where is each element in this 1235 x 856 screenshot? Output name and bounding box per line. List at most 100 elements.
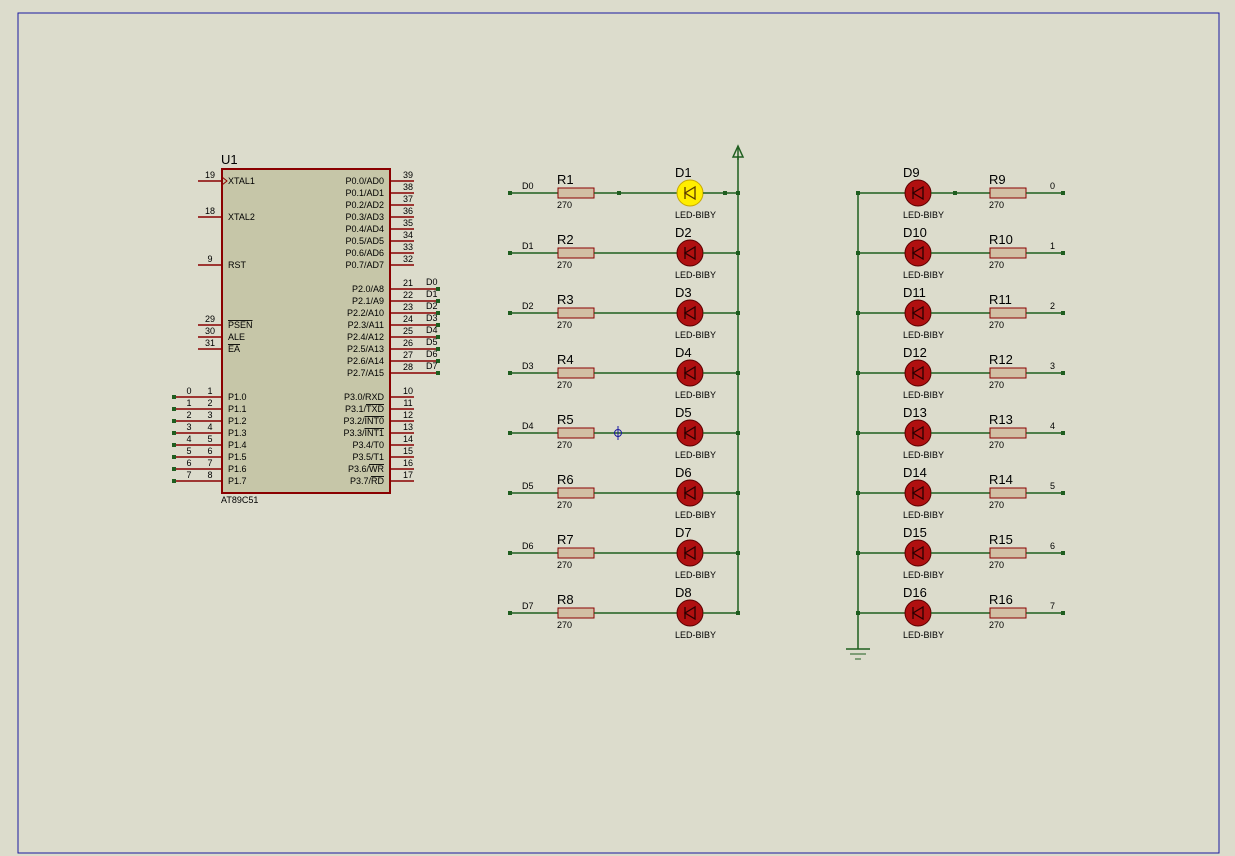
- net-label: D4: [522, 421, 534, 431]
- net-terminal: [172, 431, 176, 435]
- led-body: [676, 359, 704, 387]
- wire-junction: [508, 611, 512, 615]
- resistor-body: [557, 247, 595, 259]
- mcu-pin-name: P1.5: [228, 452, 247, 462]
- resistor-value: 270: [557, 260, 572, 270]
- mcu-pin-name-text: P3.2/: [343, 416, 365, 426]
- mcu-net-label: D3: [426, 313, 438, 323]
- led-body: [676, 239, 704, 267]
- net-terminal: [172, 443, 176, 447]
- led-part: LED-BIBY: [675, 210, 716, 220]
- mcu-pin-number: 16: [403, 458, 413, 468]
- mcu-pin-name: P2.5/A13: [347, 344, 384, 354]
- mcu-body[interactable]: [221, 168, 391, 494]
- resistor-designator: R9: [989, 172, 1006, 187]
- mcu-pin-name-text: P3.6/: [348, 464, 370, 474]
- led-part: LED-BIBY: [903, 510, 944, 520]
- resistor-value: 270: [557, 440, 572, 450]
- net-terminal: [436, 359, 440, 363]
- led-triangle: [911, 365, 924, 381]
- wire-junction: [508, 191, 512, 195]
- mcu-pin-name: P2.6/A14: [347, 356, 384, 366]
- net-label: 2: [1050, 301, 1055, 311]
- led-body: [904, 419, 932, 447]
- led-part: LED-BIBY: [675, 570, 716, 580]
- resistor-value: 270: [557, 200, 572, 210]
- mcu-u1[interactable]: U1 AT89C51 19XTAL118XTAL29RST29PSEN30ALE…: [172, 152, 440, 505]
- resistor-value: 270: [557, 320, 572, 330]
- led-designator: D16: [903, 585, 927, 600]
- net-terminal: [172, 467, 176, 471]
- net-label: D5: [522, 481, 534, 491]
- resistor-designator: R11: [989, 292, 1012, 307]
- mcu-pin-name: P3.1/TXD: [345, 404, 385, 414]
- resistor-value: 270: [557, 560, 572, 570]
- led-designator: D4: [675, 345, 692, 360]
- ground-icon[interactable]: [846, 648, 870, 660]
- mcu-pin-number: 38: [403, 182, 413, 192]
- led-triangle: [683, 425, 696, 441]
- resistor-body: [989, 547, 1027, 559]
- resistor-body: [557, 187, 595, 199]
- mcu-pin-name: P2.3/A11: [348, 320, 384, 330]
- mcu-pin-name-overline: INT1: [364, 428, 384, 438]
- mcu-pin-number: 26: [403, 338, 413, 348]
- mcu-net-label: 0: [186, 386, 191, 396]
- led-body: [904, 299, 932, 327]
- resistor-body: [557, 367, 595, 379]
- led-body: [904, 599, 932, 627]
- mcu-pin-number: 13: [403, 422, 413, 432]
- power-arrow-icon[interactable]: [731, 144, 745, 160]
- led-body: [904, 239, 932, 267]
- mcu-net-label: 1: [186, 398, 191, 408]
- mcu-pin-name-overline: TXD: [366, 404, 385, 414]
- wire-junction: [508, 251, 512, 255]
- wire-junction: [508, 551, 512, 555]
- led-triangle: [911, 545, 924, 561]
- net-terminal: [172, 407, 176, 411]
- mcu-net-label: 5: [186, 446, 191, 456]
- resistor-body: [989, 247, 1027, 259]
- mcu-pin-name: XTAL2: [228, 212, 255, 222]
- net-terminal: [172, 419, 176, 423]
- mcu-net-label: D4: [426, 325, 438, 335]
- resistor-designator: R15: [989, 532, 1013, 547]
- mcu-pin-name: PSEN: [228, 320, 253, 330]
- net-label: 7: [1050, 601, 1055, 611]
- clock-pin-marker: [221, 176, 228, 186]
- led-triangle: [911, 425, 924, 441]
- wire-junction: [1061, 251, 1065, 255]
- led-part: LED-BIBY: [675, 630, 716, 640]
- mcu-pin-name: RST: [228, 260, 247, 270]
- mcu-pin-number: 19: [205, 170, 215, 180]
- net-terminal: [172, 395, 176, 399]
- resistor-designator: R14: [989, 472, 1013, 487]
- wire-junction: [508, 311, 512, 315]
- mcu-pin-number: 5: [207, 434, 212, 444]
- wire-junction: [1061, 431, 1065, 435]
- wire-junction: [1061, 611, 1065, 615]
- mcu-pin-name: P1.3: [228, 428, 247, 438]
- led-part: LED-BIBY: [675, 330, 716, 340]
- mcu-pin-number: 36: [403, 206, 413, 216]
- mcu-pin-name-text: P3.7/: [350, 476, 372, 486]
- mcu-pin-name: P0.6/AD6: [345, 248, 384, 258]
